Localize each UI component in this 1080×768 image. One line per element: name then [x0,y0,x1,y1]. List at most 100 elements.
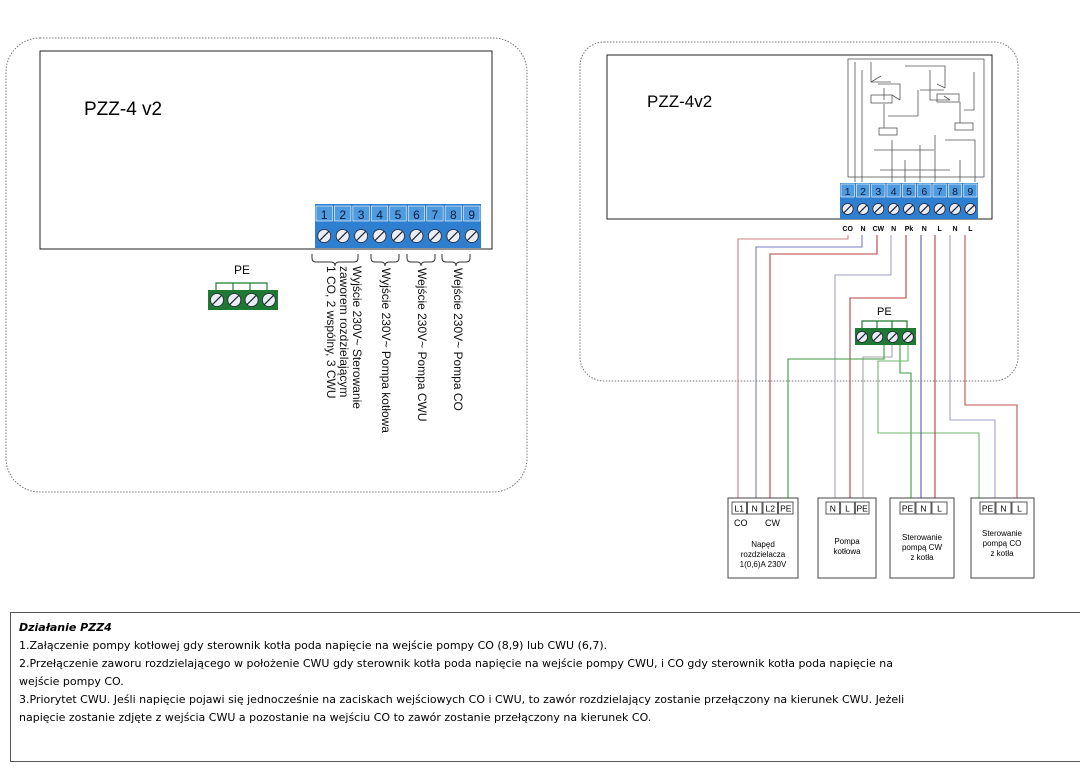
valve-sub-co: CO [734,518,748,528]
right-terminal-code: CW [872,226,884,233]
right-pe-screw [871,331,884,343]
left-group-labels: Wyjście 230V~ Sterowanie zaworem rozdzie… [324,266,465,433]
right-terminal-code: N [922,226,927,233]
box-pin-label: N [1000,504,1006,514]
box-pin-cell [995,501,1012,515]
right-terminal-screw [887,203,900,215]
co-desc-1: Sterowanie [982,529,1023,538]
left-terminal-number: 7 [432,208,439,222]
right-terminal-number: 3 [875,186,881,198]
right-terminal-screw [903,203,915,215]
left-terminal-number: 4 [376,208,383,222]
left-terminal-cell [389,205,407,222]
box-pin-label: L2 [766,504,776,514]
left-terminal-number: 6 [413,208,420,222]
field-wiring [737,235,1018,498]
left-terminal-screw [354,229,369,243]
right-terminal-screw [949,203,961,215]
right-terminal-code: CO [842,226,853,233]
right-pe-label: PE [877,306,892,318]
right-terminal-number: 7 [937,186,943,198]
cw-desc-2: pompą CW [902,543,942,552]
right-terminal-number: 8 [952,186,958,198]
co-desc-3: z kotła [990,549,1014,558]
left-terminal-screw [372,229,387,243]
left-terminal-number: 2 [339,208,346,222]
box-pin-label: L [845,504,850,514]
right-terminal-code: N [952,226,957,233]
left-pe-screw [244,293,259,307]
right-terminal-number: 6 [921,186,927,198]
right-pe-screw [856,331,868,343]
box-pin-label: L [1017,504,1022,514]
left-terminal-cell [444,205,462,222]
left-pe-block: PE [208,263,278,310]
right-terminal-code: N [860,226,865,233]
box-pin-cell [1011,501,1028,515]
group-label-pump-co: Wejście 230V~ Pompa CO [451,268,465,411]
box-pin-label: N [752,504,758,514]
left-terminal-screw [409,229,424,243]
box-pin-cell [762,501,778,515]
left-panel-border [5,37,528,493]
group-label-valve-3: 1 CO, 2 wspólny, 3 CWU [324,266,338,398]
left-terminal-cell [352,205,370,222]
right-terminal-number: 4 [891,186,897,198]
cw-desc-3: z kotła [910,553,934,562]
box-pin-cell [747,501,763,515]
left-terminal-screw [391,229,405,243]
box-pin-cell [825,501,841,515]
left-pe-screw [261,293,276,307]
box-pin-cell [915,501,932,515]
valve-desc-2: rozdzielacza [741,550,786,559]
right-terminal-screw [841,203,854,215]
pump-desc-1: Pompa [834,537,860,546]
left-terminal-cell [315,205,333,222]
box-pin-cell [979,501,996,515]
box-pin-label: PE [780,504,792,514]
left-group-braces [311,254,471,267]
box-pin-label: N [830,504,836,514]
right-terminal-code: N [891,226,896,233]
right-terminal-code: Pk [905,226,914,233]
left-terminal-screw [427,229,442,243]
right-terminal-number: 9 [967,186,973,198]
box-pin-cell [931,501,948,515]
description-line-5: napięcie zostanie zdjęte z wejścia CWU a… [19,711,652,724]
box-pin-label: N [920,504,926,514]
box-pin-label: PE [902,504,914,514]
right-terminal-cell [871,183,886,198]
right-terminal-code: L [938,226,943,233]
left-terminal-screw [464,229,479,243]
left-terminal-number: 8 [450,208,457,222]
right-terminal-number: 5 [906,186,912,198]
valve-desc-1: Napęd [751,540,775,549]
relay-schematic [847,58,985,182]
left-pe-screw [227,293,242,307]
left-terminal-cell [371,205,389,222]
left-terminal-cell [463,205,481,222]
co-control-box: PE N L Sterowanie pompą CO z kotła [970,497,1035,579]
description-line-1: 1.Załączenie pompy kotłowej gdy sterowni… [19,639,608,652]
left-terminal-number: 5 [395,208,402,222]
right-terminal-screw [964,203,977,215]
left-pe-screw [210,293,224,307]
co-desc-2: pompą CO [983,539,1022,548]
right-terminal-cell [963,183,978,198]
description-title: Działanie PZZ4 [19,621,112,634]
box-pin-label: PE [982,504,994,514]
right-device-title: PZZ-4v2 [647,92,712,111]
right-terminal-screw [872,203,885,215]
right-terminal-cell [917,183,932,198]
cw-desc-1: Sterowanie [902,533,943,542]
right-terminal-cell [840,183,855,198]
right-pe-screw [886,331,899,343]
pump-desc-2: kotłowa [833,547,861,556]
right-terminal-code: L [968,226,973,233]
right-terminal-cell [886,183,901,198]
